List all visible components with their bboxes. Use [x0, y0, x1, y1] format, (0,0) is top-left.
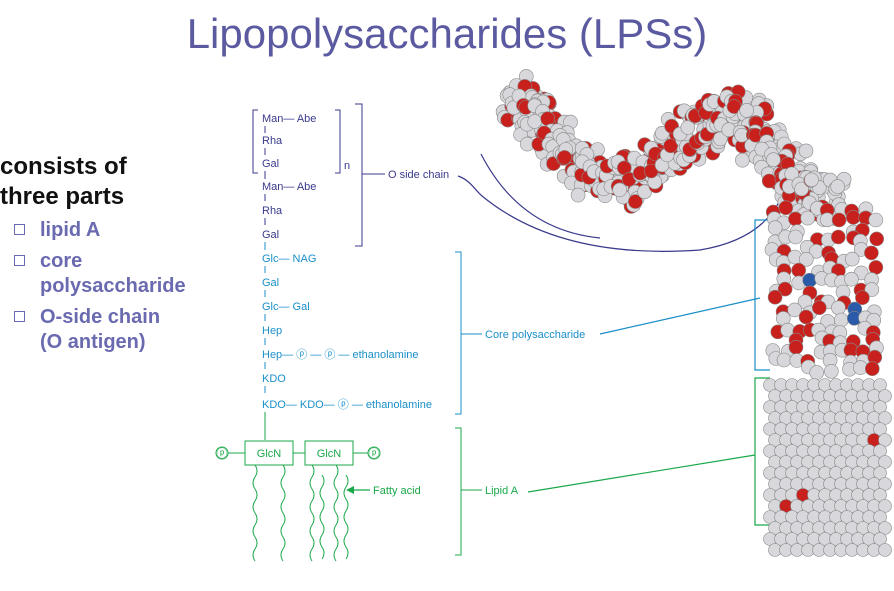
list-item-label-2: (O antigen) [40, 331, 146, 353]
o-side-chain-group: Man— Abe Rha Gal n Man— Abe Rha Gal O si… [252, 103, 781, 252]
o-side-chain-label: O side chain [388, 169, 449, 181]
atom [804, 172, 819, 188]
atom [776, 352, 792, 368]
core-row-2: Gal [262, 277, 279, 289]
atom [831, 212, 847, 228]
heading-line1: consists of [0, 153, 127, 180]
atom [823, 363, 839, 379]
core-group: Glc— NAG Gal Glc— Gal Hep Hep— ⓟ — ⓟ — e… [262, 219, 770, 415]
atom [612, 182, 628, 198]
o-sugar-1: Man— Abe [262, 181, 316, 193]
atom [878, 543, 892, 557]
core-row-3: Glc— Gal [262, 301, 310, 313]
atom [739, 103, 755, 118]
o-repeat-sugar-2: Rha [262, 135, 283, 147]
heading-line2: three parts [0, 183, 125, 210]
square-bullet-icon [14, 255, 25, 266]
square-bullet-icon [14, 311, 25, 322]
atom [868, 260, 884, 275]
atom [798, 309, 814, 325]
atom [811, 300, 827, 316]
lipid-a-group: ⓟ GlcN GlcN ⓟ Fatty acid Lipid A [215, 377, 770, 562]
atom [864, 361, 880, 377]
atom [777, 281, 793, 297]
list-item-label-2: polysaccharide [40, 275, 186, 297]
fatty-acid-chains [252, 464, 349, 562]
atom [864, 245, 879, 261]
atom [830, 179, 846, 194]
atom [778, 200, 794, 216]
atom [766, 152, 781, 167]
list-item-core: core polysaccharide [0, 249, 240, 299]
list-item-label: lipid A [40, 219, 101, 241]
atom [628, 194, 643, 209]
space-filling-model [495, 69, 892, 557]
atom [864, 282, 880, 297]
atom [844, 271, 859, 287]
atom [844, 251, 860, 267]
core-row-7: KDO— KDO— ⓟ — ethanolamine [262, 398, 432, 411]
phosphate-right: ⓟ [369, 447, 380, 460]
atom [767, 289, 783, 305]
o-sugar-3: Gal [262, 229, 279, 241]
atom [798, 143, 814, 159]
glcn-2: GlcN [317, 448, 342, 460]
atom [831, 300, 846, 316]
parts-list: consists of three parts lipid A core pol… [0, 152, 240, 355]
atom [802, 272, 818, 288]
square-bullet-icon [14, 224, 25, 235]
atom [788, 229, 803, 245]
glcn-1: GlcN [257, 448, 282, 460]
atom [794, 181, 809, 197]
core-row-6: KDO [262, 373, 286, 385]
atom [712, 131, 728, 147]
core-row-1: Glc— NAG [262, 253, 316, 265]
atom [527, 114, 543, 129]
core-row-5: Hep— ⓟ — ⓟ — ethanolamine [262, 348, 419, 361]
atom [570, 187, 586, 203]
atom [855, 290, 870, 306]
core-polysaccharide-label: Core polysaccharide [485, 329, 585, 341]
atom [800, 210, 816, 226]
list-item-o-side-chain: O-side chain (O antigen) [0, 305, 240, 355]
repeat-subscript: n [344, 160, 350, 172]
atom [830, 229, 846, 245]
atom [788, 339, 804, 355]
atom [663, 138, 679, 154]
atom [761, 173, 777, 189]
o-sugar-2: Rha [262, 205, 283, 217]
atom [809, 365, 825, 380]
atom [791, 262, 807, 278]
atom [845, 210, 861, 225]
atom [787, 302, 803, 318]
slide-title: Lipopolysaccharides (LPSs) [186, 10, 708, 57]
o-repeat-sugar-3: Gal [262, 158, 279, 170]
o-repeat-sugar-1: Man— Abe [262, 113, 316, 125]
lipid-a-label: Lipid A [485, 485, 519, 497]
atom [798, 251, 814, 267]
atom [868, 212, 884, 228]
atom [735, 152, 750, 168]
atom [833, 312, 849, 328]
list-item-lipid-a: lipid A [0, 218, 240, 243]
atom [788, 211, 803, 227]
phosphate-left: ⓟ [217, 447, 228, 460]
core-row-4: Hep [262, 325, 282, 337]
list-item-label: core [40, 250, 83, 272]
list-item-label: O-side chain [40, 306, 161, 328]
fatty-acid-label: Fatty acid [373, 485, 421, 497]
atom [869, 231, 885, 247]
atom [557, 150, 572, 165]
atom [680, 120, 696, 135]
